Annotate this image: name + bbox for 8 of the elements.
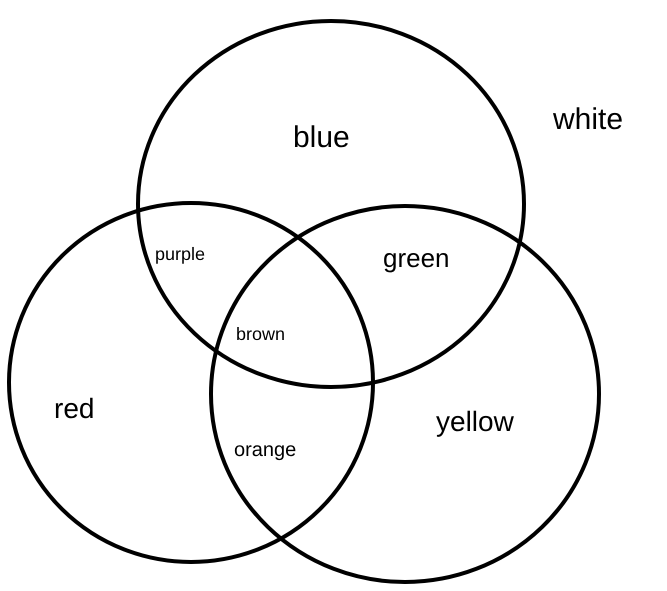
circle-label: yellow (436, 408, 514, 436)
circle-label: red (54, 395, 94, 423)
region-label: purple (155, 245, 206, 263)
region-label: brown (236, 325, 286, 343)
region-label: green (383, 245, 450, 271)
region-label: orange (234, 440, 296, 460)
region-label: white (553, 105, 624, 135)
circle-label: blue (293, 123, 350, 153)
